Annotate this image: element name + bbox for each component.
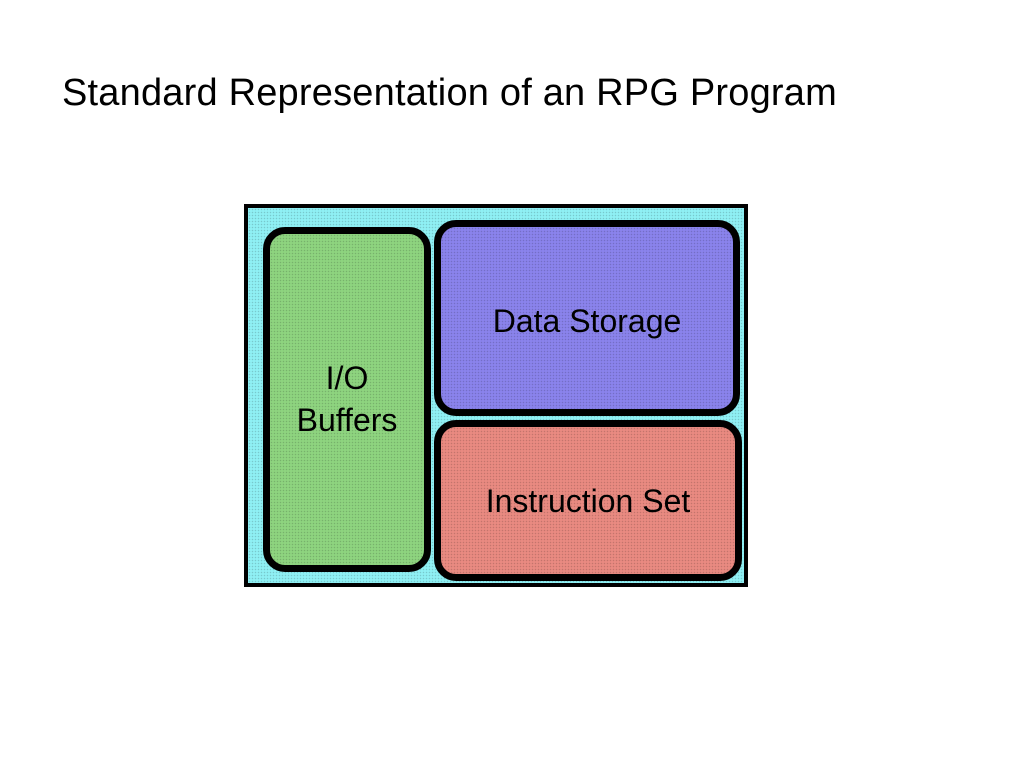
rpg-program-diagram: I/O Buffers Data Storage Instruction Set	[244, 204, 748, 587]
slide-title: Standard Representation of an RPG Progra…	[62, 72, 837, 114]
instruction-set-block: Instruction Set	[434, 420, 742, 581]
data-storage-block: Data Storage	[434, 220, 740, 416]
io-buffers-label: I/O Buffers	[296, 359, 398, 438]
io-buffers-block: I/O Buffers	[263, 227, 431, 572]
instruction-set-label: Instruction Set	[485, 483, 691, 519]
data-storage-label: Data Storage	[492, 303, 682, 339]
